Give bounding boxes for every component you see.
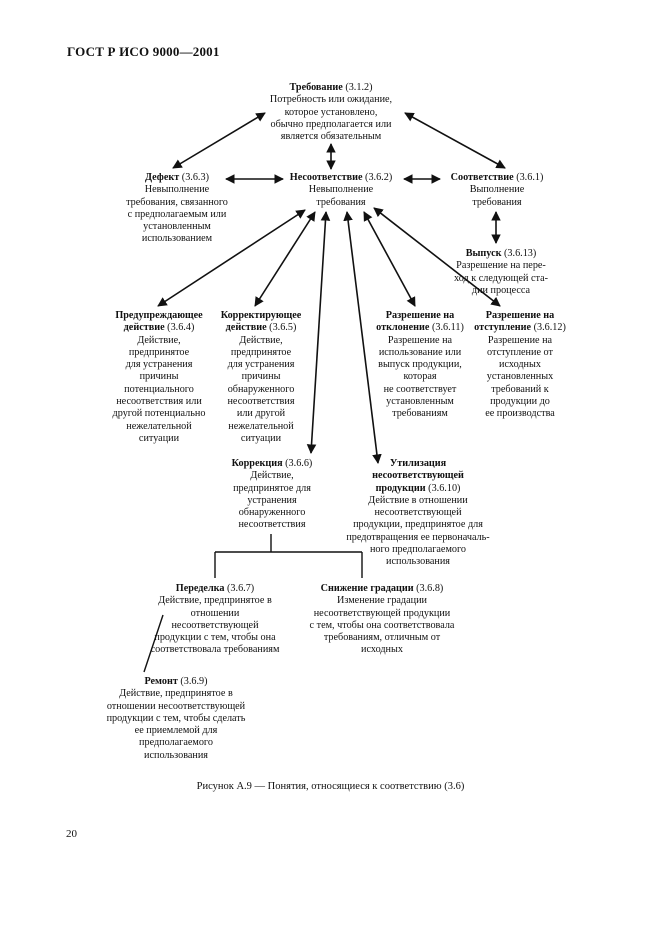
node-description: Выполнение требования bbox=[469, 184, 525, 208]
node-title: Утилизация несоответствующей продукции bbox=[372, 458, 464, 494]
node-nonconformity: Несоответствие (3.6.2) Невыполнение треб… bbox=[276, 172, 406, 209]
page-number: 20 bbox=[66, 828, 77, 840]
node-ref: (3.6.3) bbox=[181, 172, 209, 183]
node-title: Требование bbox=[289, 82, 343, 93]
node-description: Изменение градации несоответствующей про… bbox=[309, 595, 455, 656]
node-description: Действие, предпринятое для устранения пр… bbox=[112, 334, 206, 444]
node-ref: (3.6.11) bbox=[431, 322, 464, 334]
node-deviation-permit: Разрешение на отступление (3.6.12) Разре… bbox=[474, 310, 566, 421]
node-title: Переделка bbox=[175, 583, 225, 594]
arrow-requirement-conformity bbox=[404, 112, 506, 169]
node-ref: (3.6.8) bbox=[416, 583, 444, 594]
node-title: Выпуск bbox=[465, 248, 502, 259]
node-description: Разрешение на пере- ход к следующей ста-… bbox=[454, 260, 548, 296]
node-description: Невыполнение требования, связанного с пр… bbox=[126, 184, 228, 245]
node-release: Выпуск (3.6.13) Разрешение на пере- ход … bbox=[446, 248, 556, 297]
arrow-nonconformity-corrective bbox=[254, 211, 316, 307]
node-description: Действие, предпринятое в отношении несоо… bbox=[106, 688, 246, 761]
node-description: Разрешение на отступление от исходных ус… bbox=[485, 334, 555, 420]
node-ref: (3.6.9) bbox=[180, 676, 208, 687]
node-title: Коррекция bbox=[231, 458, 283, 469]
node-description: Разрешение на использование или выпуск п… bbox=[378, 334, 462, 420]
figure-caption: Рисунок А.9 — Понятия, относящиеся к соо… bbox=[196, 781, 465, 792]
node-title: Дефект bbox=[145, 172, 180, 183]
node-correction: Коррекция (3.6.6) Действие, предпринятое… bbox=[222, 458, 322, 532]
arrow-nonconformity-concession bbox=[363, 211, 416, 307]
node-ref: (3.6.10) bbox=[428, 482, 461, 494]
node-title: Соответствие bbox=[450, 172, 514, 183]
node-ref: (3.6.2) bbox=[365, 172, 393, 183]
arrow-requirement-defect bbox=[172, 112, 266, 169]
node-rework: Переделка (3.6.7) Действие, предпринятое… bbox=[150, 583, 280, 657]
node-ref: (3.6.13) bbox=[504, 248, 537, 259]
node-description: Действие, предпринятое в отношении несоо… bbox=[150, 595, 280, 656]
node-ref: (3.6.5) bbox=[269, 322, 297, 334]
node-title: Ремонт bbox=[144, 676, 178, 687]
node-title: Корректирующее действие bbox=[220, 310, 302, 334]
node-title: Разрешение на отклонение bbox=[376, 310, 455, 334]
node-scrap: Утилизация несоответствующей продукции (… bbox=[338, 458, 498, 569]
node-title: Предупреждающее действие bbox=[115, 310, 203, 334]
node-title: Снижение градации bbox=[320, 583, 414, 594]
node-conformity: Соответствие (3.6.1) Выполнение требован… bbox=[442, 172, 552, 209]
node-description: Действие в отношении несоответствующей п… bbox=[346, 494, 490, 568]
arrow-nonconformity-scrap bbox=[343, 211, 382, 464]
node-ref: (3.6.6) bbox=[285, 458, 313, 469]
node-ref: (3.6.7) bbox=[227, 583, 255, 594]
node-description: Потребность или ожидание, которое устано… bbox=[269, 94, 393, 143]
node-repair: Ремонт (3.6.9) Действие, предпринятое в … bbox=[102, 676, 250, 762]
node-defect: Дефект (3.6.3) Невыполнение требования, … bbox=[118, 172, 236, 246]
node-title: Разрешение на отступление bbox=[474, 310, 555, 334]
rework-repair-link bbox=[143, 614, 164, 673]
node-requirement: Требование (3.1.2) Потребность или ожида… bbox=[250, 82, 412, 143]
node-ref: (3.6.1) bbox=[516, 172, 544, 183]
node-corrective-action: Корректирующее действие (3.6.5) Действие… bbox=[213, 310, 309, 445]
node-concession: Разрешение на отклонение (3.6.11) Разреш… bbox=[367, 310, 473, 421]
node-ref: (3.6.4) bbox=[167, 322, 195, 334]
node-ref: (3.1.2) bbox=[345, 82, 373, 93]
node-description: Действие, предпринятое для устранения об… bbox=[233, 470, 311, 531]
node-ref: (3.6.12) bbox=[533, 322, 566, 334]
node-regrade: Снижение градации (3.6.8) Изменение град… bbox=[302, 583, 462, 657]
node-title: Несоответствие bbox=[289, 172, 363, 183]
arrow-nonconformity-correction bbox=[306, 211, 331, 454]
node-preventive-action: Предупреждающее действие (3.6.4) Действи… bbox=[104, 310, 214, 445]
node-description: Невыполнение требования bbox=[308, 184, 374, 208]
node-description: Действие, предпринятое для устранения пр… bbox=[227, 334, 295, 444]
arrow-nonconformity-deviation bbox=[373, 207, 501, 307]
document-header: ГОСТ Р ИСО 9000—2001 bbox=[67, 44, 220, 59]
